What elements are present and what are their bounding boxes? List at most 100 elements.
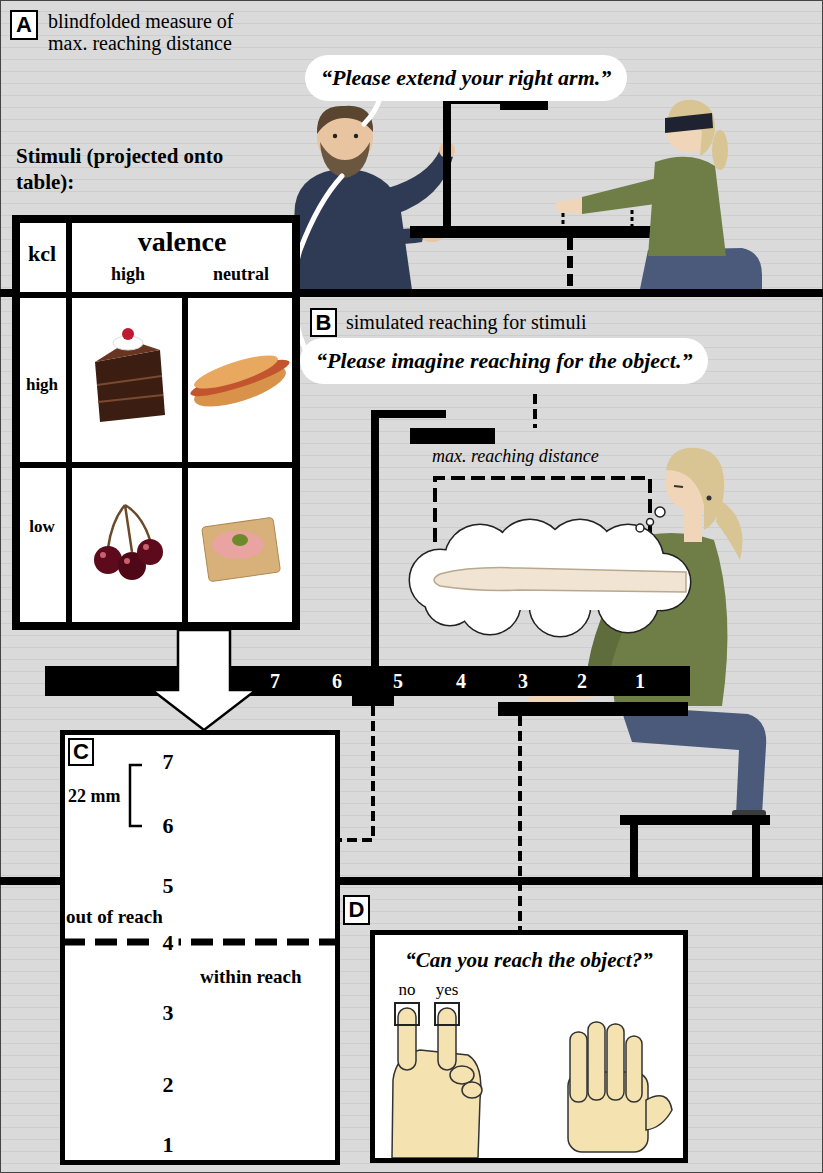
- response-hands: [626, 1036, 642, 1102]
- panel-letter: D: [343, 895, 370, 925]
- cracker-picture: [202, 517, 281, 581]
- thought-cloud: [410, 520, 690, 636]
- thought-cloud: [636, 524, 644, 532]
- speech-bubble: “Please extend your right arm.”: [305, 55, 627, 101]
- cracker-picture: [202, 517, 281, 581]
- ruler-number: 6: [332, 670, 342, 693]
- flow-arrow: [152, 630, 256, 730]
- cherries-picture: [94, 505, 163, 580]
- response-hands: [570, 1032, 587, 1102]
- measuring-post-a: [443, 98, 451, 228]
- speech-bubble: “Please imagine reaching for the object.…: [300, 338, 708, 384]
- response-panel: D“Can you reach the object?”: [370, 930, 688, 1163]
- panel-grounds: [12, 215, 300, 630]
- key-label: yes: [436, 980, 459, 1000]
- cherries-picture: [143, 544, 149, 550]
- measuring-post-b: [371, 410, 446, 418]
- ruler-number: 1: [635, 670, 645, 693]
- thought-cloud: [434, 568, 686, 592]
- participant-figure-a: [556, 100, 762, 289]
- table-header: neutral: [213, 264, 269, 285]
- scale-number: 3: [163, 1000, 174, 1026]
- panel-heading: blindfolded measure of max. reaching dis…: [48, 10, 248, 54]
- response-hands: [392, 1003, 672, 1158]
- response-hands: [588, 1022, 605, 1100]
- measuring-post-b: [371, 410, 379, 668]
- thought-cloud: [410, 520, 690, 636]
- reach-scale-marks: [63, 765, 337, 942]
- cake-picture: [95, 328, 165, 422]
- ruler-number: 4: [456, 670, 466, 693]
- measuring-post-b: [410, 428, 495, 444]
- zone-label: out of reach: [66, 906, 163, 928]
- reach-ruler: [498, 702, 688, 716]
- reach-scale-marks: [63, 939, 337, 946]
- participant-figure-a: [648, 157, 726, 256]
- ruler-number: 7: [270, 670, 280, 693]
- speech-text: “Please extend your right arm.”: [321, 65, 611, 91]
- cracker-picture: [232, 534, 248, 546]
- participant-head-b: [647, 519, 654, 526]
- ruler-number: 2: [577, 670, 587, 693]
- scale-number: 6: [163, 813, 174, 839]
- response-hands: [435, 1003, 459, 1025]
- participant-head-b: [655, 507, 665, 517]
- response-hands: [398, 1008, 416, 1070]
- measuring-post-b: [533, 394, 537, 428]
- cake-picture: [97, 376, 163, 402]
- scale-number: 5: [163, 873, 174, 899]
- response-hands: [395, 1003, 419, 1025]
- experimenter-figure: [354, 134, 358, 138]
- response-hands: [607, 1024, 624, 1100]
- response-hands: [646, 1096, 672, 1130]
- row-header: high: [26, 375, 58, 395]
- question-text: “Can you reach the object?”: [405, 947, 652, 973]
- dimension-label: 22 mm: [68, 786, 121, 807]
- participant-head-b: [707, 496, 712, 501]
- cherries-picture: [124, 558, 130, 564]
- reach-ruler: [620, 815, 770, 825]
- cherries-picture: [137, 539, 163, 565]
- experimenter-figure: [333, 134, 337, 138]
- panel-letter: B: [312, 310, 335, 335]
- panel-letter: A: [12, 12, 36, 37]
- experimenter-figure: [290, 106, 455, 290]
- participant-head-b: [716, 500, 743, 560]
- table-header: high: [111, 264, 145, 285]
- participant-figure-b: [620, 706, 766, 815]
- table-header: valence: [138, 226, 227, 258]
- reach-ruler: [518, 716, 522, 930]
- cake-picture: [95, 350, 165, 422]
- panel-letter-box: Bsimulated reaching for stimuli: [310, 308, 337, 337]
- response-hands: [462, 1082, 482, 1098]
- participant-figure-a: [556, 198, 582, 214]
- participant-figure-a: [582, 176, 670, 214]
- distance-label: max. reaching distance: [432, 446, 599, 467]
- measuring-post-a: [567, 238, 573, 289]
- participant-head-b: [674, 486, 683, 487]
- bubble-tails: [364, 98, 380, 124]
- cracker-picture: [212, 531, 264, 559]
- panel-letter-box: Ablindfolded measure of max. reaching di…: [10, 10, 38, 40]
- reach-ruler: [630, 825, 638, 877]
- bubble-tails: [293, 176, 342, 352]
- hotdog-picture: [191, 349, 281, 395]
- table-grid: [12, 292, 300, 298]
- scale-number: 4: [158, 930, 179, 956]
- scale-number: 7: [163, 749, 174, 775]
- scale-number: 2: [163, 1072, 174, 1098]
- table-grid: [12, 462, 300, 468]
- zone-label: within reach: [200, 966, 302, 988]
- cherries-picture: [94, 546, 122, 574]
- measuring-post-a: [631, 210, 634, 226]
- participant-figure-a: [712, 130, 728, 170]
- participant-figure-b: [684, 508, 702, 542]
- ruler-number: 3: [518, 670, 528, 693]
- reach-ruler: [340, 706, 373, 840]
- panel-grounds: [60, 730, 340, 1165]
- reach-ruler: [752, 825, 760, 877]
- response-hands: [450, 1066, 474, 1084]
- panel-heading: simulated reaching for stimuli: [346, 310, 587, 334]
